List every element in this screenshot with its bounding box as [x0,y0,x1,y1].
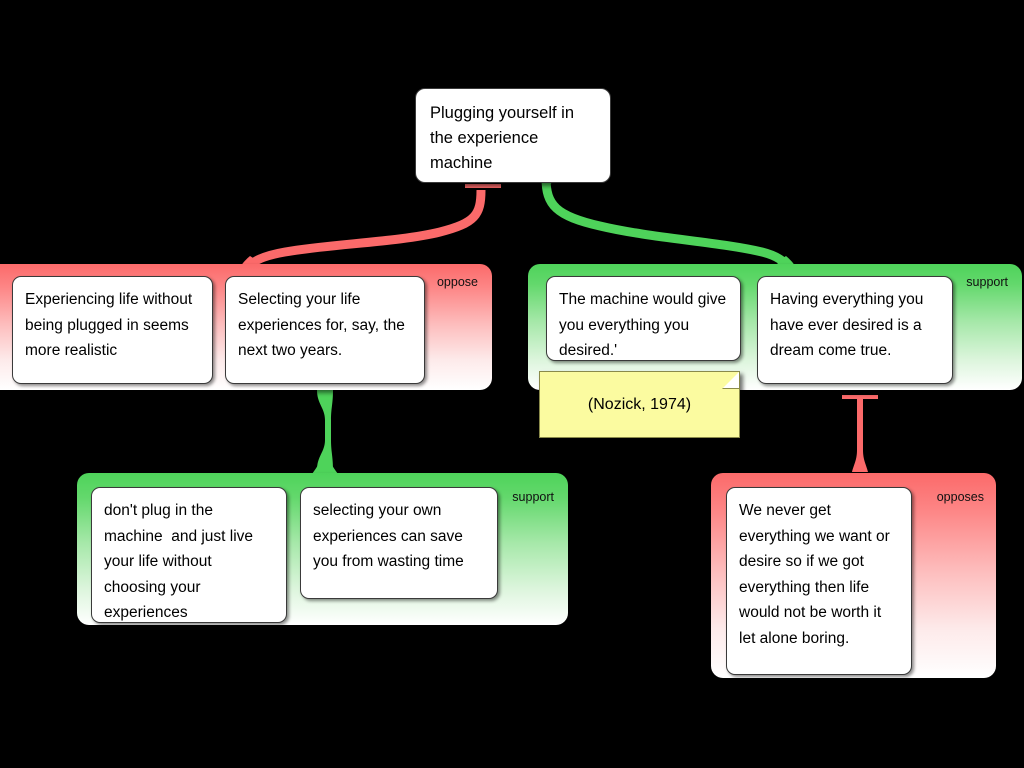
group-label-support-top: support [966,275,1008,289]
claim-box-support-bottom-1[interactable]: don't plug in the machine and just live … [91,487,287,623]
root-claim-node[interactable]: Plugging yourself in the experience mach… [415,88,611,183]
connector-support-top [541,177,794,272]
note-fold-corner [722,371,740,389]
claim-box-support-top-1[interactable]: The machine would give you everything yo… [546,276,741,361]
citation-note[interactable]: (Nozick, 1974) [539,371,740,438]
claim-box-support-bottom-2[interactable]: selecting your own experiences can save … [300,487,498,599]
claim-text: Having everything you have ever desired … [770,291,928,359]
claim-text: selecting your own experiences can save … [313,502,468,570]
claim-box-oppose-bottom-1[interactable]: We never get everything we want or desir… [726,487,912,675]
claim-text: The machine would give you everything yo… [559,291,731,359]
claim-box-support-top-2[interactable]: Having everything you have ever desired … [757,276,953,384]
connector-oppose-bottom-stem [852,399,868,472]
claim-text: Selecting your life experiences for, say… [238,291,410,359]
group-label-oppose-top: oppose [436,275,478,289]
group-label-support-bottom: support [512,490,554,504]
citation-note-text: (Nozick, 1974) [587,395,692,413]
claim-text: Experiencing life without being plugged … [25,291,197,359]
connector-oppose-top-cap [465,184,501,188]
connector-oppose-top [242,189,486,273]
claim-box-oppose-top-2[interactable]: Selecting your life experiences for, say… [225,276,425,384]
connector-support-bottom-stem [317,390,333,470]
connector-oppose-bottom-cap [842,395,878,399]
claim-box-oppose-top-1[interactable]: Experiencing life without being plugged … [12,276,213,384]
group-label-oppose-bottom: opposes [936,490,984,504]
claim-text: We never get everything we want or desir… [739,502,895,647]
root-claim-text: Plugging yourself in the experience mach… [430,104,579,172]
connector-support-bottom-flare [312,456,338,474]
claim-text: don't plug in the machine and just live … [104,502,258,621]
